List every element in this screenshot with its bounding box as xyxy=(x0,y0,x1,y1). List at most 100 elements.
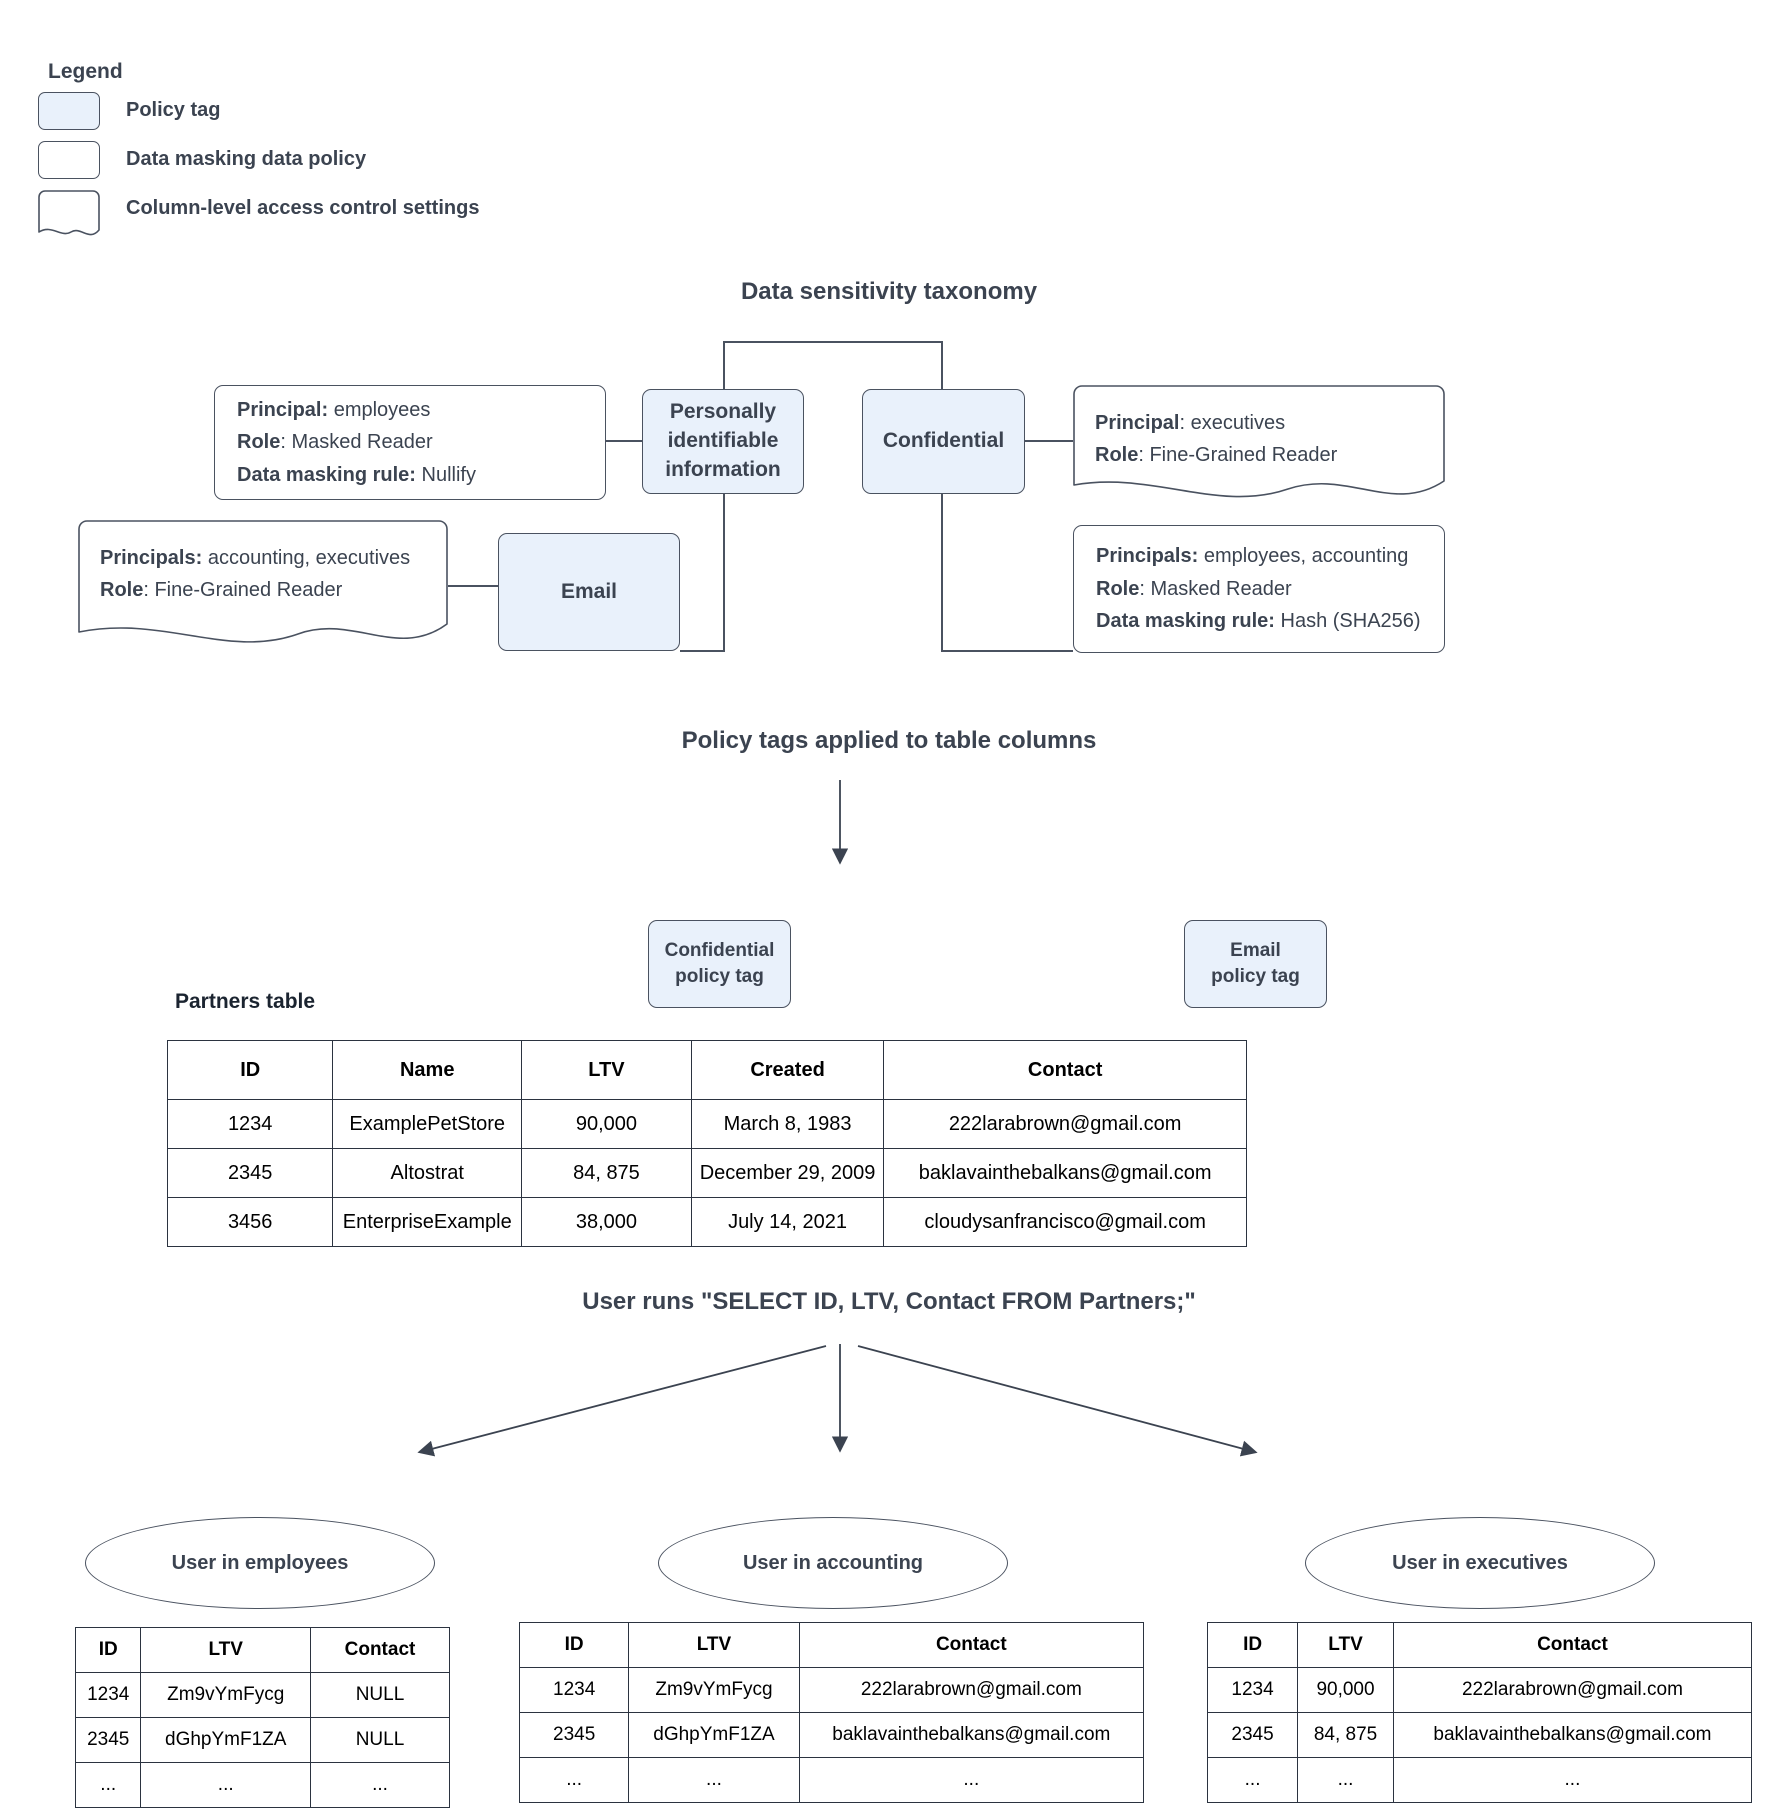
table-row: ... ... ... xyxy=(518,1757,1145,1803)
cell-id: 1234 xyxy=(74,1672,142,1718)
cell-contact: baklavainthebalkans@gmail.com xyxy=(1392,1712,1753,1758)
cell-contact: NULL xyxy=(309,1717,451,1763)
cell-contact: 222larabrown@gmail.com xyxy=(798,1667,1145,1713)
table-header-row: ID LTV Contact xyxy=(1206,1622,1753,1668)
conf-access-principal-key: Principal xyxy=(1095,412,1180,434)
conf-masking-role-key: Role xyxy=(1096,577,1140,600)
connector-confidential-access xyxy=(1025,440,1073,442)
cell-created: December 29, 2009 xyxy=(690,1148,885,1198)
email-access-principals-key: Principals: xyxy=(100,547,203,569)
cell-id: ... xyxy=(1206,1757,1299,1803)
table-row: 2345 dGhpYmF1ZA baklavainthebalkans@gmai… xyxy=(518,1712,1145,1758)
access-control-box-confidential: Principal: executives Role: Fine-Grained… xyxy=(1073,385,1445,505)
table-row: 1234 90,000 222larabrown@gmail.com xyxy=(1206,1667,1753,1713)
cell-id: 2345 xyxy=(1206,1712,1299,1758)
policy-tag-email[interactable]: Email xyxy=(498,533,680,651)
policy-tag-badge-email[interactable]: Email policy tag xyxy=(1184,920,1327,1008)
actor-oval-accounting: User in accounting xyxy=(658,1517,1008,1609)
pii-masking-rule-val: Nullify xyxy=(415,463,476,486)
table-row: ... ... ... xyxy=(1206,1757,1753,1803)
connector-pii-email-horizontal xyxy=(680,650,725,652)
conf-masking-rule-val: Hash (SHA256) xyxy=(1274,610,1421,633)
table-row: 1234 Zm9vYmFycg NULL xyxy=(74,1672,451,1718)
pii-masking-role-val: : Masked Reader xyxy=(280,431,433,454)
cell-contact: ... xyxy=(1392,1757,1753,1803)
cell-id: ... xyxy=(74,1762,142,1808)
connector-pii-email-vertical xyxy=(723,494,725,652)
cell-ltv: 84, 875 xyxy=(521,1148,692,1198)
cell-contact: ... xyxy=(798,1757,1145,1803)
policy-box-pii-masking: Principal: employees Role: Masked Reader… xyxy=(214,385,606,500)
cell-contact: cloudysanfrancisco@gmail.com xyxy=(883,1197,1247,1247)
cell-name: ExamplePetStore xyxy=(332,1099,523,1149)
cell-ltv: Zm9vYmFycg xyxy=(628,1667,800,1713)
cell-id: 2345 xyxy=(166,1148,334,1198)
cell-name: EnterpriseExample xyxy=(332,1197,523,1247)
cell-ltv: 38,000 xyxy=(521,1197,692,1247)
cell-ltv: dGhpYmF1ZA xyxy=(140,1717,311,1763)
cell-name: Altostrat xyxy=(332,1148,523,1198)
conf-access-role-val: : Fine-Grained Reader xyxy=(1138,444,1338,467)
res2-col-id: ID xyxy=(1206,1622,1299,1668)
result-table-employees: ID LTV Contact 1234 Zm9vYmFycg NULL 2345… xyxy=(74,1627,451,1808)
cell-id: 1234 xyxy=(166,1099,334,1149)
connector-confidential-masking-horizontal xyxy=(941,650,1073,652)
email-access-principals-val: accounting, executives xyxy=(202,547,411,569)
conf-access-role-key: Role xyxy=(1095,444,1139,467)
policy-box-confidential-masking: Principals: employees, accounting Role: … xyxy=(1073,525,1445,653)
result-table-executives: ID LTV Contact 1234 90,000 222larabrown@… xyxy=(1206,1622,1753,1803)
table-header-row: ID LTV Contact xyxy=(74,1627,451,1673)
cell-ltv: 90,000 xyxy=(1297,1667,1394,1713)
partners-table-label: Partners table xyxy=(175,990,316,1013)
legend-title: Legend xyxy=(48,60,123,83)
cell-contact: baklavainthebalkans@gmail.com xyxy=(798,1712,1145,1758)
cell-created: July 14, 2021 xyxy=(690,1197,885,1247)
legend-label-policy-tag: Policy tag xyxy=(126,99,221,121)
table-row: 1234 ExamplePetStore 90,000 March 8, 198… xyxy=(166,1099,1247,1149)
table-header-row: ID LTV Contact xyxy=(518,1622,1145,1668)
cell-ltv: ... xyxy=(1297,1757,1394,1803)
policy-tag-badge-confidential[interactable]: Confidential policy tag xyxy=(648,920,791,1008)
res1-col-ltv: LTV xyxy=(628,1622,800,1668)
pii-masking-role-key: Role xyxy=(237,431,281,454)
legend-swatch-column-access-icon xyxy=(38,190,100,236)
policy-tag-pii[interactable]: Personally identifiable information xyxy=(642,389,804,494)
cell-ltv: dGhpYmF1ZA xyxy=(628,1712,800,1758)
arrow-query-left xyxy=(417,1345,827,1457)
res2-col-contact: Contact xyxy=(1392,1622,1753,1668)
policy-tag-badge-email-line2: policy tag xyxy=(1211,966,1300,987)
res0-col-ltv: LTV xyxy=(140,1627,311,1673)
access-control-box-email: Principals: accounting, executives Role:… xyxy=(78,520,448,655)
cell-id: 2345 xyxy=(74,1717,142,1763)
connector-pii-masking xyxy=(606,440,646,442)
conf-access-principal-val: : executives xyxy=(1179,412,1286,434)
cell-id: ... xyxy=(518,1757,630,1803)
legend-swatch-data-masking xyxy=(38,141,100,179)
cell-id: 1234 xyxy=(518,1667,630,1713)
cell-contact: ... xyxy=(309,1762,451,1808)
access-control-text-confidential: Principal: executives Role: Fine-Grained… xyxy=(1073,385,1445,505)
cell-contact: NULL xyxy=(309,1672,451,1718)
partners-col-contact: Contact xyxy=(883,1040,1247,1100)
table-row: ... ... ... xyxy=(74,1762,451,1808)
table-row: 1234 Zm9vYmFycg 222larabrown@gmail.com xyxy=(518,1667,1145,1713)
policy-tag-confidential[interactable]: Confidential xyxy=(862,389,1025,494)
res2-col-ltv: LTV xyxy=(1297,1622,1394,1668)
conf-masking-role-val: : Masked Reader xyxy=(1139,577,1292,600)
res1-col-id: ID xyxy=(518,1622,630,1668)
email-access-role-val: : Fine-Grained Reader xyxy=(143,579,343,602)
policy-tags-section-title: Policy tags applied to table columns xyxy=(681,727,1097,754)
partners-table: ID Name LTV Created Contact 1234 Example… xyxy=(166,1040,1247,1247)
cell-ltv: ... xyxy=(140,1762,311,1808)
table-row: 3456 EnterpriseExample 38,000 July 14, 2… xyxy=(166,1197,1247,1247)
table-row: 2345 dGhpYmF1ZA NULL xyxy=(74,1717,451,1763)
cell-id: 3456 xyxy=(166,1197,334,1247)
cell-ltv: ... xyxy=(628,1757,800,1803)
policy-tag-badge-email-line1: Email xyxy=(1230,939,1281,961)
arrow-query-right xyxy=(857,1345,1258,1457)
result-table-accounting: ID LTV Contact 1234 Zm9vYmFycg 222larabr… xyxy=(518,1622,1145,1803)
email-access-role-key: Role xyxy=(100,579,144,602)
cell-contact: baklavainthebalkans@gmail.com xyxy=(883,1148,1247,1198)
legend-label-column-access: Column-level access control settings xyxy=(126,197,480,219)
actor-oval-employees: User in employees xyxy=(85,1517,435,1609)
